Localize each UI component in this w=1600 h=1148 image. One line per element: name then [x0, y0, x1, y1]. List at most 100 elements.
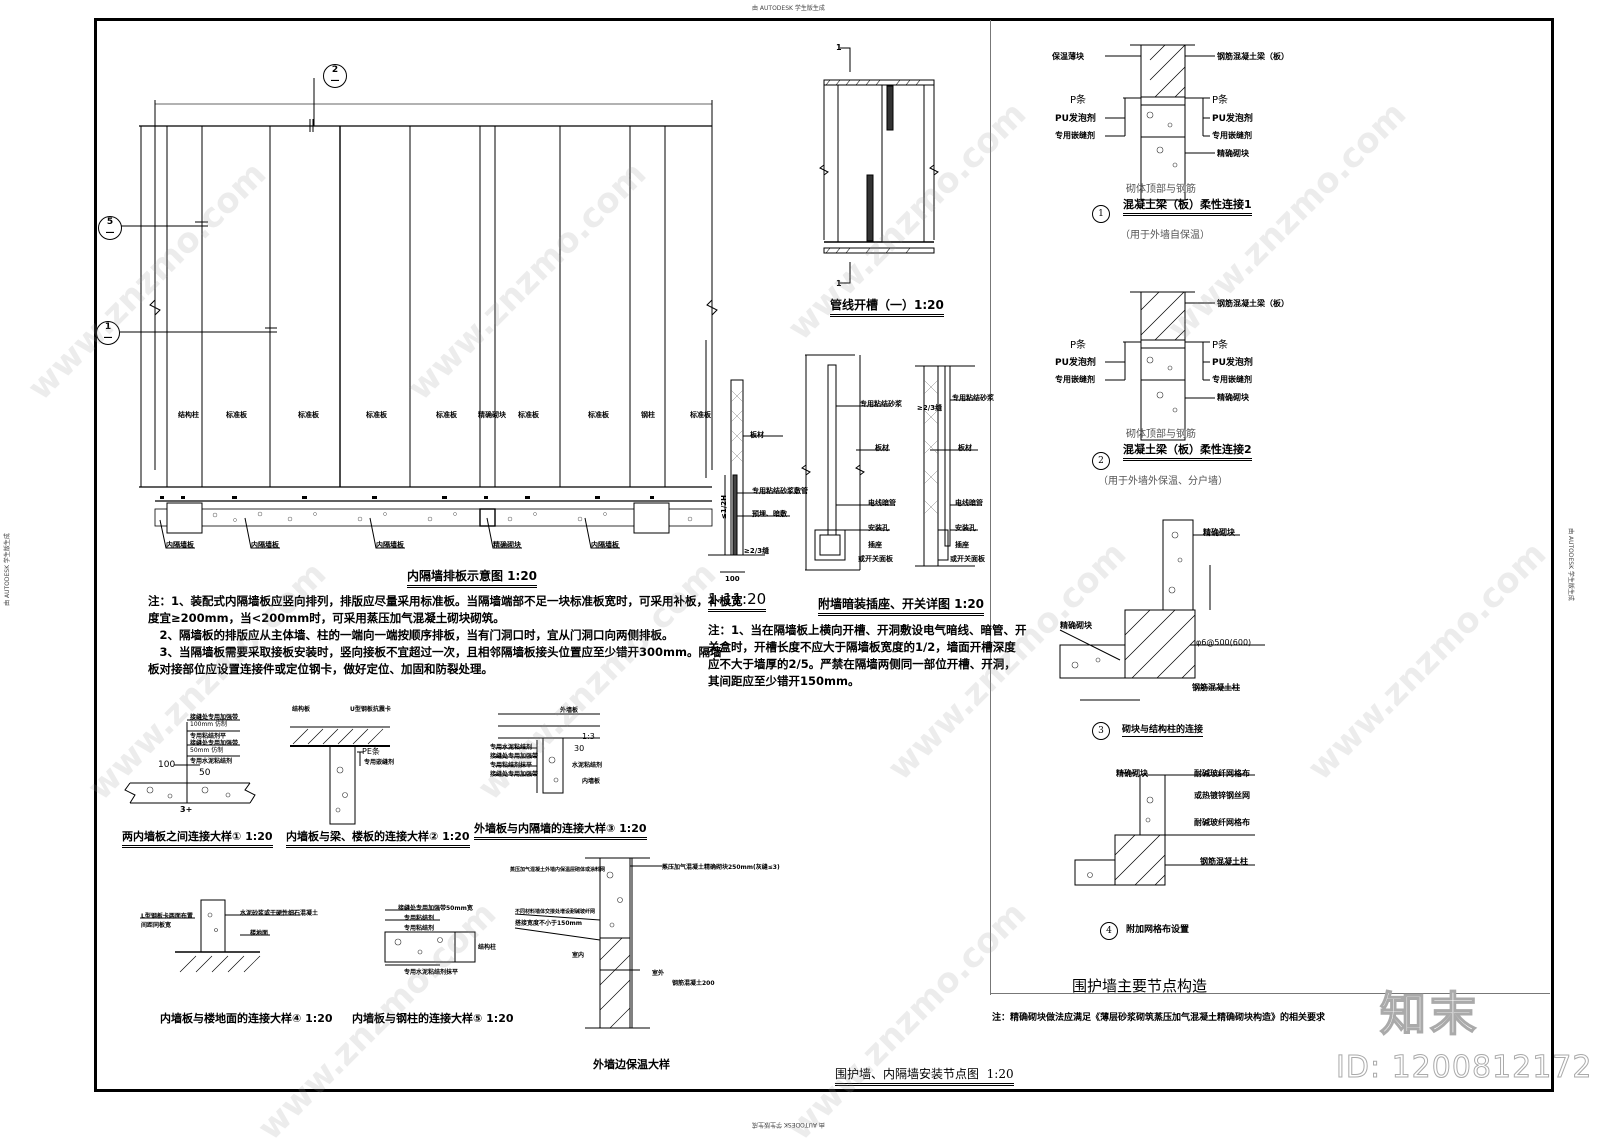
- socket-a-label: 板材: [875, 444, 889, 452]
- note-line: 3、当隔墙板需要采取接板安装时，竖向接板不宜超过一次，且相邻隔墙板接头位置应至少…: [148, 645, 722, 659]
- detail-dim: 50: [199, 768, 211, 778]
- detail-3-title: 外墙板与内隔墙的连接大样③ 1:20: [474, 820, 647, 840]
- socket-b-label: 专用粘结砂浆: [952, 394, 994, 402]
- note-line: 关盒时，开槽长度不应大于隔墙板宽度的1/2，墙面开槽深度: [708, 640, 1016, 654]
- section-label: ≥2/3缝: [744, 547, 770, 555]
- detail-label: 结构柱: [478, 944, 497, 951]
- detail-6-title: 外墙边保温大样: [593, 1058, 670, 1071]
- detail-label: 100mm 仿制: [190, 721, 228, 728]
- sheet-title: 围护墙、内隔墙安装节点图 1:20: [835, 1065, 1014, 1086]
- panel-label: 钢柱: [641, 411, 655, 419]
- socket-a-label: 插座: [868, 541, 882, 549]
- node1-left-label: PU发泡剂: [1055, 114, 1096, 124]
- node1-right-label: PU发泡剂: [1212, 114, 1253, 124]
- detail-label: 接缝处专用加强带: [490, 753, 539, 760]
- detail-label: 结构板: [292, 706, 311, 713]
- node2-caption-top: 砌体顶部与钢筋: [1126, 429, 1196, 440]
- socket-b-label: 或开关面板: [950, 555, 985, 563]
- socket-a-label: 专用粘结砂浆: [860, 400, 902, 408]
- panel-label: 标准板: [690, 411, 711, 419]
- detail-label: 接缝处专用加强带: [490, 771, 539, 778]
- section-mark-bottom: 1: [836, 279, 842, 288]
- detail-label: 专用水泥粘结剂抹平: [404, 969, 459, 976]
- drawing-frame: [94, 18, 1554, 1092]
- detail-label: 蒸压加气混凝土精确砌块250mm(灰缝≤3): [662, 864, 780, 871]
- note-line: 应不大于墙厚的2/5。严禁在隔墙两侧同一部位开槽、开洞，: [708, 657, 1016, 671]
- detail-dim: 100: [158, 760, 176, 770]
- node3-label: 钢筋混凝土柱: [1192, 683, 1240, 692]
- node3-circle: 3: [1092, 722, 1110, 740]
- note-line: 其间距应至少错开150mm。: [708, 674, 860, 688]
- detail-label: 搭接宽度不小于150mm: [515, 920, 583, 927]
- detail-label: 专用粘结剂平: [190, 733, 227, 740]
- detail-2-title: 内墙板与梁、楼板的连接大样② 1:20: [286, 828, 470, 848]
- detail-label: 接缝处专用加强带: [190, 714, 239, 721]
- node4-label: 或热镀锌钢丝网: [1194, 791, 1250, 800]
- panel-label: 标准板: [518, 411, 539, 419]
- detail-label: 钢筋混凝土200: [672, 980, 715, 987]
- plan-callout: 内隔墙板: [591, 541, 619, 549]
- detail-4-title: 内墙板与楼地面的连接大样④ 1:20: [160, 1012, 333, 1025]
- socket-b-label: 电线暗管: [955, 499, 983, 507]
- node4-label: 耐碱玻纤网格布: [1194, 769, 1250, 778]
- detail-label: 水泥粘结剂: [572, 762, 603, 769]
- node1-caption-top: 砌体顶部与钢筋: [1126, 184, 1196, 195]
- right-panel-note: 注：精确砌块做法应满足《薄层砂浆砌筑蒸压加气混凝土精确砌块构造》的相关要求: [992, 1013, 1326, 1023]
- detail-label: 不同材料墙体交接处增设耐碱玻纤网: [515, 909, 596, 915]
- node2-right-label: 钢筋混凝土梁（板）: [1217, 299, 1289, 308]
- section-mark-top: 1: [836, 43, 842, 52]
- node4-label: 精确砌块: [1116, 769, 1148, 778]
- node3-label: φ6@500(600): [1196, 638, 1252, 647]
- node2-left-label: P条: [1070, 340, 1087, 351]
- node4-label: 钢筋混凝土柱: [1200, 857, 1248, 866]
- node2-right-label: P条: [1212, 340, 1229, 351]
- node2-left-label: 专用嵌缝剂: [1055, 375, 1095, 384]
- detail-label: L型钢板卡两面布置: [141, 913, 193, 920]
- node2-right-label: PU发泡剂: [1212, 358, 1253, 368]
- node1-circle: 1: [1092, 205, 1110, 223]
- panel-label: 结构柱: [178, 411, 199, 419]
- node1-right-label: 精确砌块: [1217, 149, 1249, 158]
- detail-label: 专用粘结剂: [404, 915, 435, 922]
- note-line: 2、隔墙板的排版应从主体墙、柱的一端向一端按顺序排板，当有门洞口时，宜从门洞口向…: [148, 628, 674, 642]
- detail-label: U型钢板抗震卡: [350, 706, 391, 713]
- elevation-title: 内隔墙排板示意图 1:20: [407, 567, 538, 588]
- plan-callout: 内隔墙板: [251, 541, 279, 549]
- panel-label: 标准板: [226, 411, 247, 419]
- detail-5-title: 内墙板与钢柱的连接大样⑤ 1:20: [352, 1012, 514, 1025]
- detail-label: 水泥砂浆或干硬性细石混凝土: [240, 910, 319, 917]
- node2-caption: 混凝土梁（板）柔性连接2: [1123, 441, 1252, 461]
- axis-bubble-1: 1—: [96, 321, 120, 345]
- node1-left-label: P条: [1070, 95, 1087, 106]
- node2-sub: （用于外墙外保温、分户墙）: [1098, 476, 1228, 487]
- node1-sub: （用于外墙自保温）: [1120, 230, 1210, 241]
- socket-b-label: 插座: [955, 541, 969, 549]
- node2-right-label: 专用嵌缝剂: [1212, 375, 1252, 384]
- axis-bubble-5: 5—: [98, 216, 122, 240]
- right-panel-section-title: 围护墙主要节点构造: [1072, 977, 1208, 995]
- node2-left-label: PU发泡剂: [1055, 358, 1096, 368]
- detail-label: 蒸压加气混凝土外墙内保温层砌体或涂料网: [510, 867, 606, 873]
- node3-label: 精确砌块: [1060, 621, 1092, 630]
- detail-label: 50mm 仿制: [190, 747, 224, 754]
- socket-a-label: 或开关面板: [858, 555, 893, 563]
- socket-b-label: 板材: [958, 444, 972, 452]
- node4-caption: 附加网格布设置: [1126, 925, 1190, 935]
- detail-label: 专用水泥粘结剂: [190, 758, 233, 765]
- node3-label: 精确砌块: [1203, 528, 1235, 537]
- note-line: 注：1、装配式内隔墙板应竖向排列，排版应尽量采用标准板。当隔墙端部不足一块标准板…: [148, 594, 743, 608]
- detail-label: 内墙板: [582, 778, 601, 785]
- panel-label: 标准板: [298, 411, 319, 419]
- node1-left-label: 专用嵌缝剂: [1055, 131, 1095, 140]
- detail-label: 接缝处专用加强带50mm宽: [398, 905, 473, 912]
- detail-label: 外墙板: [560, 707, 579, 714]
- plan-callout: 内隔墙板: [376, 541, 404, 549]
- panel-label: 标准板: [436, 411, 457, 419]
- detail-label: 专用粘结剂抹平: [490, 762, 533, 769]
- section-dim: 100: [725, 575, 740, 583]
